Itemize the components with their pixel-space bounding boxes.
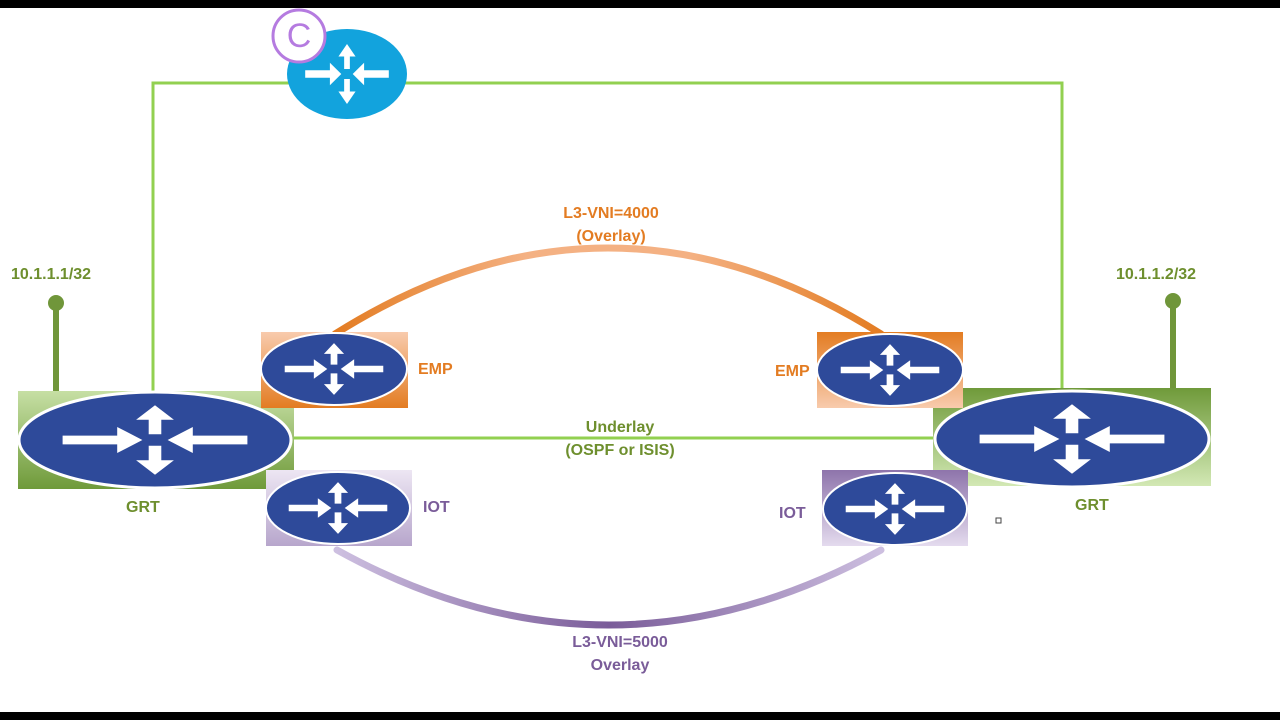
- controller-link-right: [403, 81, 1064, 388]
- left-grt-router-icon[interactable]: [17, 390, 293, 490]
- controller-link-left: [151, 81, 290, 392]
- left-emp-router-icon[interactable]: [260, 332, 408, 406]
- left-emp-label: EMP: [418, 361, 453, 378]
- iot-overlay-arc: [333, 546, 885, 629]
- network-diagram: C 10.1.1.1/32 10.1.1.2/32 L3-VNI=4000 (O…: [0, 8, 1280, 712]
- emp-overlay-arc: [331, 244, 885, 338]
- emp-vni-label: L3-VNI=4000: [563, 205, 659, 222]
- right-grt-router-icon[interactable]: [933, 389, 1211, 489]
- marker-square: [995, 517, 1002, 524]
- right-iot-label: IOT: [779, 505, 806, 522]
- iot-vni-label: L3-VNI=5000: [572, 634, 668, 651]
- right-loopback-pin-icon: [1165, 293, 1181, 390]
- right-emp-label: EMP: [775, 363, 810, 380]
- left-loopback-label: 10.1.1.1/32: [11, 266, 92, 283]
- iot-overlay-label: Overlay: [590, 657, 650, 674]
- left-loopback-pin-icon: [48, 295, 64, 393]
- left-grt-label: GRT: [126, 499, 160, 516]
- left-iot-router-icon[interactable]: [265, 471, 411, 545]
- controller-badge-letter: C: [286, 17, 312, 55]
- left-iot-label: IOT: [423, 499, 450, 516]
- emp-overlay-label: (Overlay): [576, 228, 646, 245]
- right-loopback-label: 10.1.1.2/32: [1116, 266, 1197, 283]
- diagram-graphics: [17, 8, 1211, 629]
- right-grt-label: GRT: [1075, 497, 1109, 514]
- right-iot-router-icon[interactable]: [822, 472, 968, 546]
- underlay-protocol-label: (OSPF or ISIS): [565, 442, 675, 459]
- right-emp-router-icon[interactable]: [816, 333, 964, 407]
- underlay-label: Underlay: [585, 419, 655, 436]
- controller-badge-icon: [271, 8, 327, 64]
